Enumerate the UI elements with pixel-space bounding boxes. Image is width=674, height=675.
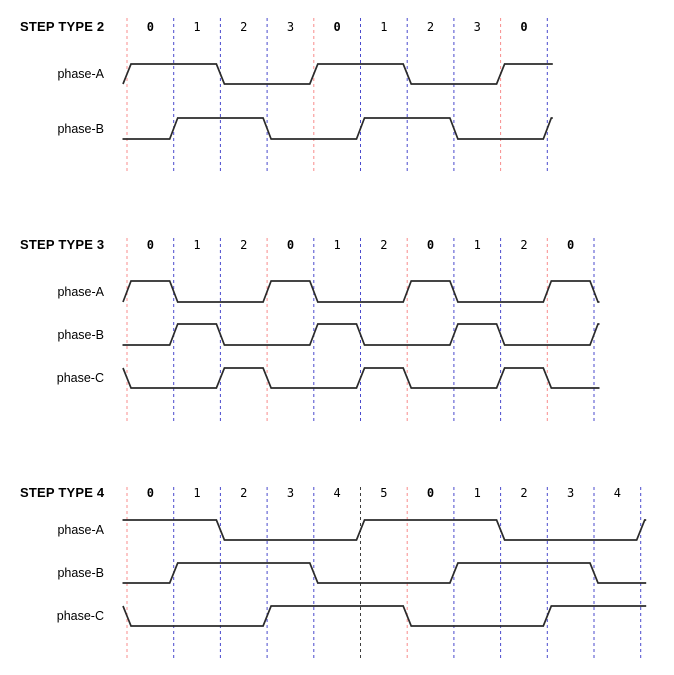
phase-label: phase-B xyxy=(57,327,104,342)
section-title: STEP TYPE 4 xyxy=(20,485,105,500)
waveform-phase-C xyxy=(122,605,647,627)
step-label: 0 xyxy=(146,486,154,500)
step-label: 0 xyxy=(426,486,435,500)
step-label: 1 xyxy=(380,20,388,34)
waveform-phase-A xyxy=(122,280,600,303)
step-label: 4 xyxy=(613,486,621,500)
step-label: 1 xyxy=(473,486,481,500)
step-label: 0 xyxy=(333,20,341,34)
step-label: 2 xyxy=(520,486,528,500)
section-title: STEP TYPE 2 xyxy=(20,19,105,34)
waveform-phase-B xyxy=(122,323,600,346)
step-label: 0 xyxy=(520,20,528,34)
step-label: 2 xyxy=(520,238,528,252)
waveform-phase-B xyxy=(122,562,647,584)
phase-label: phase-A xyxy=(57,284,104,299)
waveform-phase-B xyxy=(122,117,553,140)
phase-label: phase-C xyxy=(56,609,104,623)
phase-label: phase-A xyxy=(57,523,104,537)
step-label: 0 xyxy=(567,238,575,252)
section-title: STEP TYPE 3 xyxy=(20,237,105,252)
phase-label: phase-B xyxy=(57,121,104,136)
step-label: 1 xyxy=(333,238,341,252)
waveform-phase-C xyxy=(122,367,600,389)
step-label: 2 xyxy=(426,20,435,34)
waveform-phase-A xyxy=(122,63,553,85)
step-label: 2 xyxy=(240,20,248,34)
step-label: 2 xyxy=(380,238,388,252)
waveform-phase-A xyxy=(122,519,647,541)
step-label: 3 xyxy=(567,486,575,500)
step-label: 3 xyxy=(473,20,481,34)
step-label: 1 xyxy=(193,486,201,500)
phase-label: phase-A xyxy=(57,67,104,81)
phase-label: phase-C xyxy=(56,371,104,385)
step-label: 3 xyxy=(286,486,295,500)
step-label: 1 xyxy=(193,238,201,252)
step-label: 2 xyxy=(240,486,248,500)
step-label: 0 xyxy=(146,20,154,34)
step-label: 1 xyxy=(473,238,481,252)
step-label: 3 xyxy=(286,20,295,34)
step-label: 0 xyxy=(426,238,435,252)
step-label: 0 xyxy=(286,238,295,252)
step-label: 0 xyxy=(146,238,154,252)
phase-label: phase-B xyxy=(57,566,104,580)
step-label: 1 xyxy=(193,20,201,34)
step-label: 5 xyxy=(380,486,388,500)
step-label: 2 xyxy=(240,238,248,252)
step-label: 4 xyxy=(333,486,341,500)
